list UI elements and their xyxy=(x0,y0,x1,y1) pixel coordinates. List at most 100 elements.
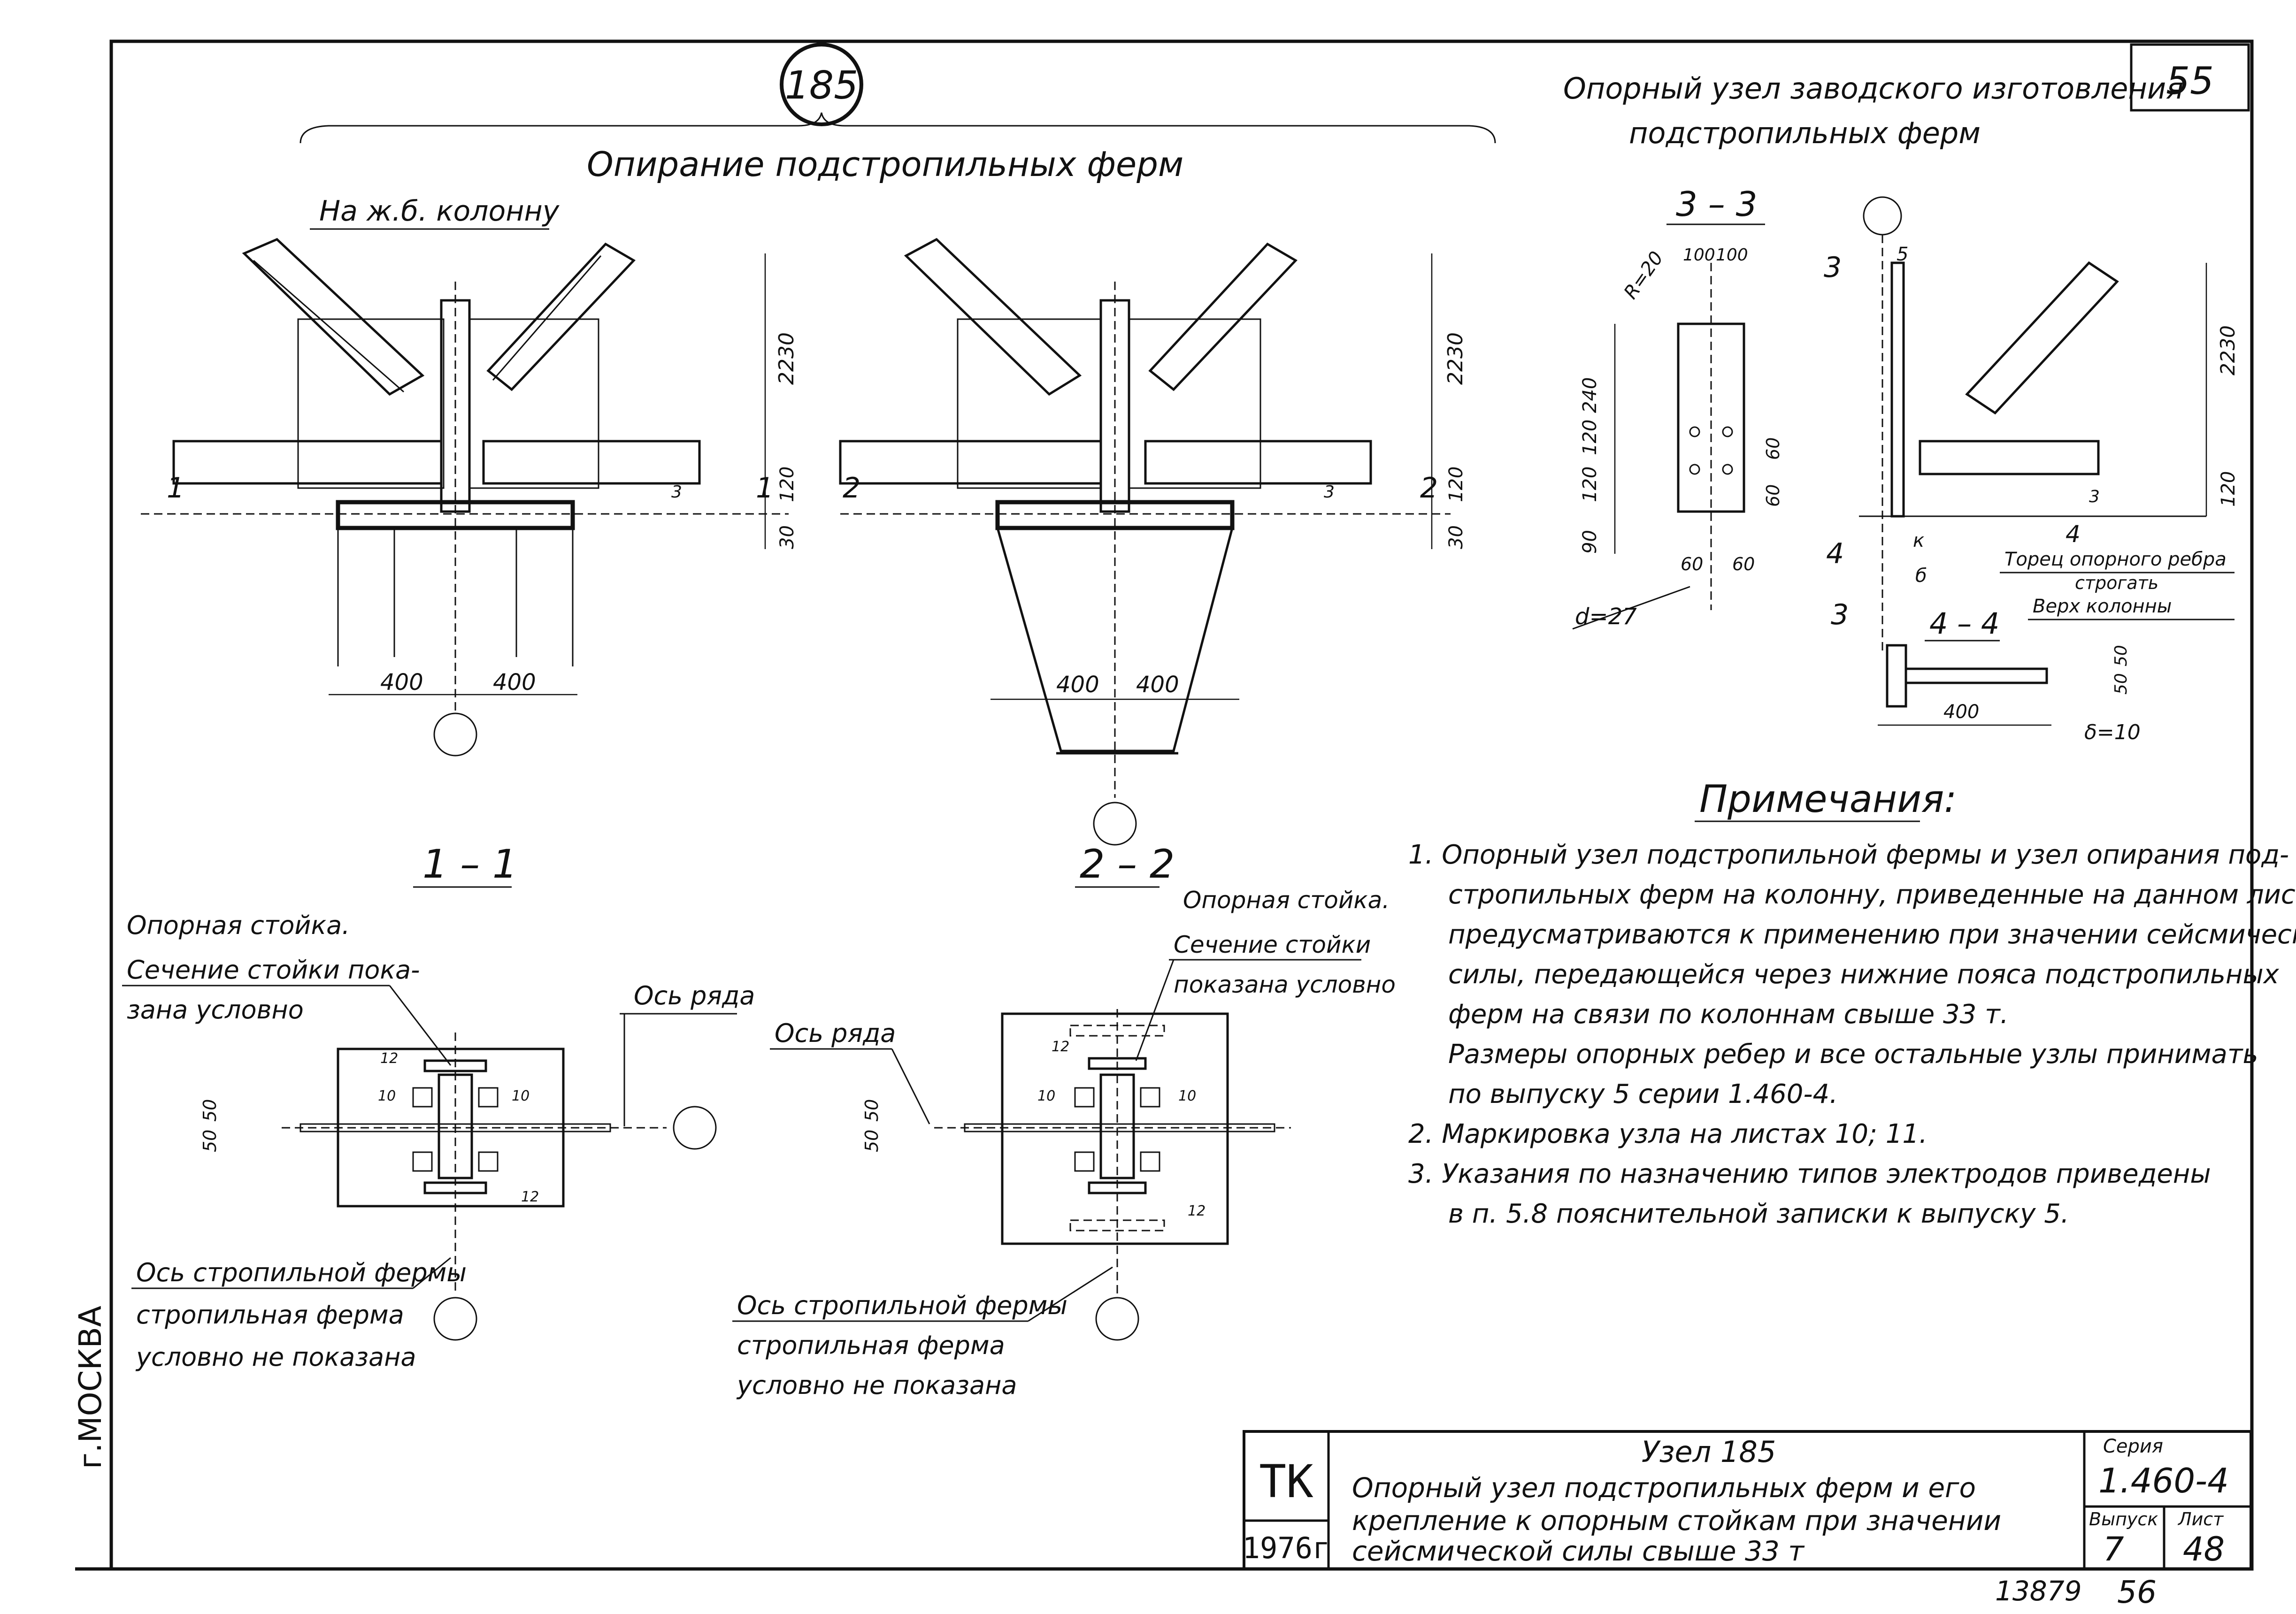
plan-slot-2-top xyxy=(1069,1025,1165,1037)
note-line-2: стропильных ферм на колонну, приведенные… xyxy=(1448,880,2296,910)
gusset-plate-left-2 xyxy=(957,318,1102,489)
stamp-series: 1.460-4 xyxy=(2098,1461,2229,1500)
elevation-view-2: 400 400 2230 120 30 3 2 2 xyxy=(839,237,1467,846)
plan-bolt-2c xyxy=(1074,1151,1095,1172)
stamp-series-label: Серия xyxy=(2103,1436,2163,1457)
axis-marker-1 xyxy=(433,712,477,757)
dim-120-b: 120 xyxy=(1445,467,1467,502)
cut-mark-3-bottom: 3 xyxy=(1831,598,1849,631)
callout-post-section-d: показана условно xyxy=(1174,971,1396,998)
stamp-issue-label: Выпуск xyxy=(2089,1509,2158,1530)
section-4-4-flange xyxy=(1886,644,1907,708)
bolt-hole-2 xyxy=(1722,426,1733,437)
stamp-desc-1: Опорный узел подстропильных ферм и его xyxy=(1352,1472,1976,1504)
stamp-sheet: 48 xyxy=(2183,1530,2225,1568)
title-brace xyxy=(299,112,1496,144)
section-4-4-rib xyxy=(1904,667,2048,684)
axis-marker-3 xyxy=(1863,196,1902,236)
plan-bolt-1c xyxy=(412,1151,433,1172)
plan-dim-10-a: 10 xyxy=(378,1088,396,1104)
stamp-desc-3: сейсмической силы свыше 33 т xyxy=(1352,1535,1805,1567)
callout-post-section-b: зана условно xyxy=(127,995,304,1025)
rib-end-a: Торец опорного ребра xyxy=(2004,549,2227,570)
gusset-plate-left xyxy=(297,318,445,489)
elevation-view-1: 400 400 2230 120 30 3 1 1 xyxy=(141,238,799,757)
base-plate xyxy=(336,500,575,530)
title-block: ТК 1976г Узел 185 Опорный узел подстропи… xyxy=(1243,1430,2252,1570)
plan-bolt-1d xyxy=(478,1151,499,1172)
cut-mark-1-left: 1 xyxy=(167,472,184,505)
callout-row-axis-1: Ось ряда xyxy=(634,981,755,1010)
callout-post-section-a: Сечение стойки пока- xyxy=(127,955,420,985)
dim-90: 90 xyxy=(1579,530,1601,554)
title-factory-line1: Опорный узел заводского изготовления xyxy=(1563,71,2184,106)
subtitle-column: На ж.б. колонну xyxy=(319,195,560,228)
dim-100-b: 100 xyxy=(1716,245,1748,265)
cut-mark-3-top: 3 xyxy=(1824,251,1842,284)
stamp-year: 1976г xyxy=(1243,1531,1330,1565)
dim-5: 5 xyxy=(1897,244,1908,265)
stamp-org: ТК xyxy=(1259,1455,1313,1508)
section-4-4-label: 4 – 4 xyxy=(1929,606,1999,641)
dim-400-a: 400 xyxy=(380,669,423,696)
dim-100-a: 100 xyxy=(1683,245,1715,265)
cut-mark-2-left: 2 xyxy=(843,472,860,505)
plan-dim-50-d: 50 xyxy=(861,1130,882,1152)
section-3-3-label: 3 – 3 xyxy=(1676,184,1757,224)
axis-marker-truss-2 xyxy=(1095,1297,1139,1341)
callout-truss-axis-2: Ось стропильной фермы xyxy=(737,1291,1067,1320)
dim-240: 240 xyxy=(1579,377,1601,413)
note-line-5: ферм на связи по колоннам свыше 33 т. xyxy=(1448,999,2009,1030)
base-plate-2 xyxy=(995,500,1235,530)
plan-dim-10-d: 10 xyxy=(1178,1088,1196,1104)
dim-60-c: 60 xyxy=(1681,554,1703,574)
dim-120-e: 120 xyxy=(2218,471,2239,507)
dim-50-a: 50 xyxy=(2112,645,2131,666)
notes-heading: Примечания: xyxy=(1699,777,1957,821)
plan-dim-12-d: 12 xyxy=(1188,1203,1206,1219)
stamp-node: Узел 185 xyxy=(1642,1435,1776,1469)
bolt-hole-4 xyxy=(1722,464,1733,475)
cut-mark-2-right: 2 xyxy=(1420,472,1438,505)
section-3-3: 3 – 3 100 100 R=20 240 120 120 90 60 60 … xyxy=(1572,184,2239,744)
note-line-10: в п. 5.8 пояснительной записки к выпуску… xyxy=(1448,1199,2069,1229)
cut-mark-1-right: 1 xyxy=(756,472,774,505)
section-1-1-label: 1 – 1 xyxy=(422,841,517,887)
dim-3-b: 3 xyxy=(1324,482,1335,502)
note-line-7: по выпуску 5 серии 1.460-4. xyxy=(1448,1079,1838,1109)
notes-block: Примечания: 1. Опорный узел подстропильн… xyxy=(1408,777,2296,1229)
stamp-desc-2: крепление к опорным стойкам при значении xyxy=(1352,1505,2001,1537)
plan-dim-12-b: 12 xyxy=(521,1189,539,1205)
plan-bolt-1b xyxy=(478,1087,499,1108)
plan-bolt-2a xyxy=(1074,1087,1095,1108)
gusset-plate-right-2 xyxy=(1128,318,1261,489)
plan-dim-12-c: 12 xyxy=(1052,1039,1069,1055)
callout-truss-nshown-2a: стропильная ферма xyxy=(737,1331,1005,1360)
column-top: Верх колонны xyxy=(2033,596,2172,617)
rib-plate xyxy=(1677,322,1745,513)
bottom-page: 56 xyxy=(2117,1574,2157,1610)
dim-400-b: 400 xyxy=(493,669,536,696)
cut-mark-4-left: 4 xyxy=(1826,537,1844,570)
cut-mark-4-right: 4 xyxy=(2066,520,2081,548)
plan-dim-50-a: 50 xyxy=(200,1099,220,1122)
dim-60-a: 60 xyxy=(1763,437,1783,460)
callout-post-leader-1 xyxy=(389,985,452,1066)
lower-chord-right-2 xyxy=(1144,440,1372,485)
dim-30-a: 30 xyxy=(776,525,798,549)
plan-bolt-2b xyxy=(1140,1087,1160,1108)
plan-dim-12-a: 12 xyxy=(380,1050,398,1067)
plan-bolt-2d xyxy=(1140,1151,1160,1172)
plan-dim-10-b: 10 xyxy=(512,1088,530,1104)
callout-truss-nshown-1b: условно не показана xyxy=(135,1342,416,1372)
dim-60-d: 60 xyxy=(1732,554,1755,574)
row-axis-leader-2 xyxy=(891,1048,930,1124)
axis-marker-row-1 xyxy=(673,1106,717,1150)
diagonal-left xyxy=(242,238,425,396)
dim-50-b: 50 xyxy=(2112,673,2131,695)
dim-120-d: 120 xyxy=(1579,467,1601,502)
callout-truss-nshown-1a: стропильная ферма xyxy=(136,1300,404,1330)
bolt-hole-3 xyxy=(1689,464,1700,475)
plan-dim-50-c: 50 xyxy=(861,1099,882,1122)
